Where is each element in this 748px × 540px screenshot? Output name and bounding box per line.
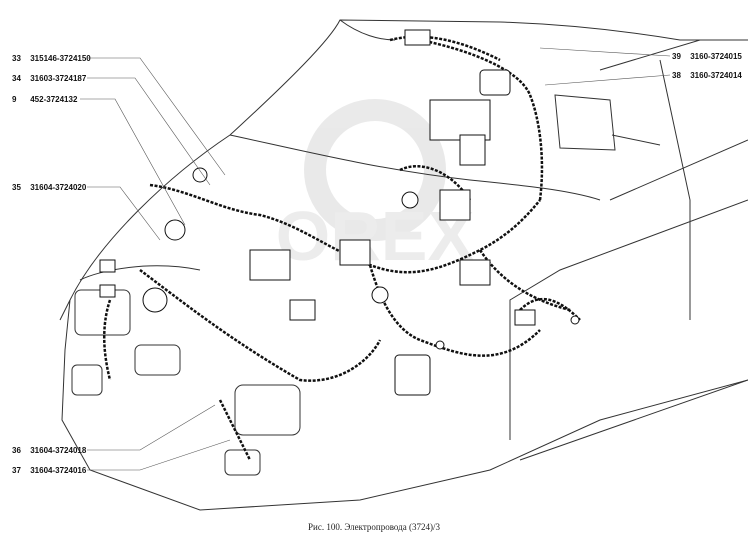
callout-9: 9 452-3724132 [12,95,77,104]
callout-38: 38 3160-3724014 [672,71,742,80]
callout-39: 39 3160-3724015 [672,52,742,61]
callout-number: 36 [12,446,21,455]
callout-number: 39 [672,52,681,61]
callout-33: 33 315146-3724150 [12,54,91,63]
components [99,29,580,396]
figure-caption: Рис. 100. Электропровода (3724)/3 [308,522,440,532]
car-body [59,19,748,511]
callout-code: 31603-3724187 [30,74,87,83]
rear-mirror [554,94,661,151]
callout-code: 31604-3724018 [30,446,87,455]
callout-code: 3160-3724015 [690,52,742,61]
callout-code: 3160-3724014 [690,71,742,80]
callout-number: 33 [12,54,21,63]
callout-36: 36 31604-3724018 [12,446,86,455]
callout-34: 34 31603-3724187 [12,74,86,83]
callout-code: 31604-3724020 [30,183,87,192]
callout-number: 37 [12,466,21,475]
callout-35: 35 31604-3724020 [12,183,86,192]
callout-number: 9 [12,95,17,104]
callout-code: 452-3724132 [30,95,78,104]
callout-code: 31604-3724016 [30,466,87,475]
callout-number: 35 [12,183,21,192]
callout-number: 38 [672,71,681,80]
callout-number: 34 [12,74,21,83]
leader-lines [80,47,671,471]
callout-code: 315146-3724150 [30,54,91,63]
callout-37: 37 31604-3724016 [12,466,86,475]
